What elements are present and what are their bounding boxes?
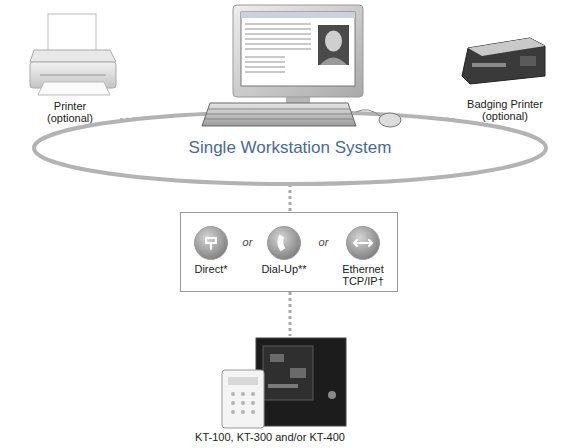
list-line [245,28,311,30]
choice-word: or [314,235,334,249]
key [251,410,255,414]
dialup-glyph [278,236,284,250]
direct-glyph [206,238,216,249]
keypad-keys [231,392,255,414]
icon-circle [195,227,228,260]
output-tray [38,82,110,95]
list-line [245,23,311,25]
screen-list [245,23,311,73]
icon-circle [345,225,381,261]
keypad-display [228,377,258,385]
keypad-unit [222,370,264,428]
printer-slot [40,75,106,76]
key-row [206,114,352,115]
direct-icon: Direct* [176,226,246,286]
window-bar [241,12,355,18]
key [251,401,255,405]
printer-illustration [30,14,116,95]
photo-face [325,31,342,52]
keyboard-keys [204,109,354,119]
badge-printer-body [462,38,545,84]
chip [270,354,284,362]
printer-top [30,50,116,62]
key [241,410,245,414]
node-label: Direct* [176,263,246,275]
key-row [208,109,350,110]
list-line [245,61,285,63]
node-label: Ethernet TCP/IP† [335,263,391,287]
icon-glyphs [206,236,372,250]
ethernet-icon: Ethernet TCP/IP† [328,226,398,288]
mouse-cord [356,110,380,116]
mouse [379,113,401,127]
chip [290,368,306,378]
key [231,401,235,405]
monitor-screen [241,12,355,86]
icon-circle [266,225,302,261]
key [241,392,245,396]
monitor-frame [233,5,363,97]
icon-circle [193,225,229,261]
panel-lock [328,391,336,399]
ethernet-glyph [354,240,372,246]
list-line [245,56,285,58]
choice-word: or [238,235,258,249]
connection-box: ororDirect*Dial-Up**Ethernet TCP/IP† [180,212,398,292]
circuit-board [263,346,313,400]
icon-circle [268,227,301,260]
dotted-connector [289,184,292,212]
controller-node: KT-100, KT-300 and/or KT-400 [180,336,360,446]
printer-node: Printer (optional) [20,10,120,128]
controller-panel [256,338,346,426]
list-line [245,66,285,68]
keyboard [202,103,356,126]
printer-body [30,62,116,88]
list-line [245,33,311,35]
photo-frame [318,25,349,65]
list-line [245,48,311,50]
node-label: Printer (optional) [35,100,105,124]
key-row [204,119,354,120]
list-line [245,71,285,73]
card-slot [472,63,506,67]
icon-circle [347,227,380,260]
computer-illustration [202,5,401,127]
node-label: Dial-Up** [249,263,319,275]
key [251,392,255,396]
badge-printer-top [468,38,545,56]
list-line [245,43,311,45]
list-line [245,38,311,40]
photo-shoulders [320,58,347,66]
node-label: Single Workstation System [32,138,548,158]
controller-illustration [222,338,346,428]
badging-printer-node: Badging Printer (optional) [455,25,555,128]
dotted-connector [288,292,291,336]
key [231,392,235,396]
workstation-ellipse: Single Workstation System [32,110,548,186]
node-label: Badging Printer (optional) [462,98,548,122]
node-label: KT-100, KT-300 and/or KT-400 [180,431,360,443]
dialup-icon: Dial-Up** [249,226,319,286]
badge-printer-panel [520,56,536,66]
terminal-strip [268,384,298,388]
paper-sheet [48,14,96,54]
key [231,410,235,414]
monitor-stand [286,95,310,104]
key [241,401,245,405]
badging-printer-illustration [462,38,545,84]
